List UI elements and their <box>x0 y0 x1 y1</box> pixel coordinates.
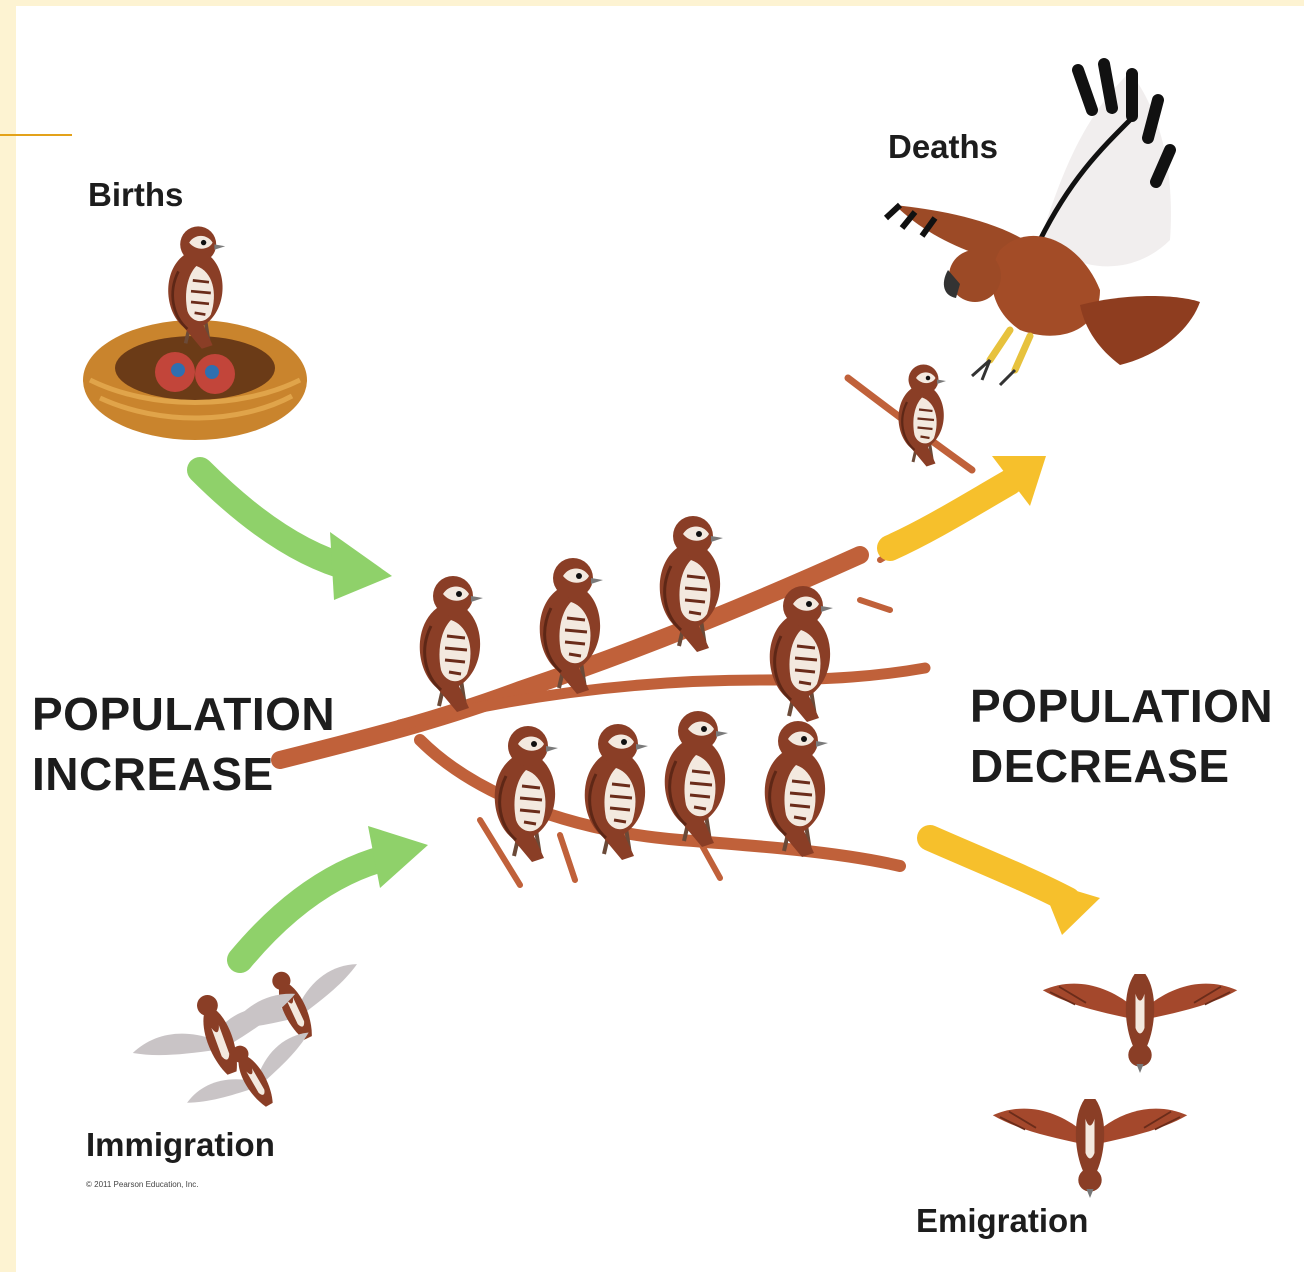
emigration-label: Emigration <box>916 1202 1088 1240</box>
bird-icon <box>420 576 483 712</box>
decrease-line-2: DECREASE <box>970 736 1273 796</box>
emigrating-birds <box>993 974 1237 1198</box>
bird-icon <box>495 726 558 862</box>
increase-line-2: INCREASE <box>32 744 335 804</box>
population-increase-label: POPULATION INCREASE <box>32 684 335 804</box>
births-arrow <box>200 470 392 600</box>
flying-bird-icon <box>993 1099 1187 1198</box>
births-label: Births <box>88 176 183 214</box>
decrease-line-1: POPULATION <box>970 676 1273 736</box>
bird-icon <box>899 365 946 467</box>
immigration-arrow <box>240 826 428 960</box>
flying-bird-icon <box>1043 974 1237 1073</box>
bird-icon <box>765 721 828 857</box>
increase-line-1: POPULATION <box>32 684 335 744</box>
copyright-notice: © 2011 Pearson Education, Inc. <box>86 1180 198 1189</box>
bird-icon <box>770 586 833 722</box>
immigration-label: Immigration <box>86 1126 275 1164</box>
deaths-label: Deaths <box>888 128 998 166</box>
immigrating-birds <box>123 941 377 1140</box>
population-decrease-label: POPULATION DECREASE <box>970 676 1273 796</box>
hawk-icon <box>886 64 1200 385</box>
bird-icon <box>665 711 728 847</box>
emigration-arrow <box>930 838 1100 935</box>
